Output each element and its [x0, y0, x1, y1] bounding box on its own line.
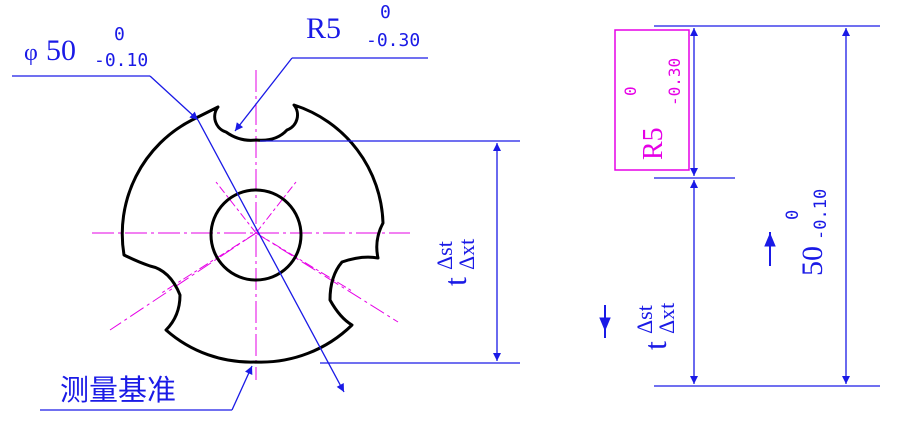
height-upper-sub: Δst: [432, 241, 457, 270]
height-lower-sub: Δxt: [454, 239, 479, 270]
total-nominal: 50: [796, 246, 829, 276]
right-extension-lines: [654, 25, 880, 387]
right-height-lower-sub: Δxt: [654, 303, 679, 334]
radius-dimension: [234, 57, 428, 132]
datum-leader: [40, 365, 253, 411]
right-height-base: t: [637, 341, 673, 350]
height-dimension-left: [260, 140, 520, 364]
height-text-left: t Δst Δxt: [432, 239, 479, 286]
diameter-symbol: φ: [24, 40, 38, 66]
boxed-radius-nominal: R5: [638, 127, 669, 160]
direction-mark-total-arrow: [764, 232, 776, 247]
diameter-measure-line: [197, 119, 345, 393]
part-outline: [120, 103, 385, 364]
radial-centerline-top-left: [215, 181, 257, 234]
radius-leader-diagonal: [234, 57, 293, 132]
direction-marks: [599, 232, 776, 338]
boxed-radius-text: R5 0 -0.30: [621, 58, 684, 160]
height-text-right: t Δst Δxt: [632, 303, 679, 350]
right-height-upper-sub: Δst: [632, 305, 657, 334]
right-view: R5 0 -0.30 t Δst Δxt 50 0 -0.10: [599, 25, 880, 387]
diameter-lower-dev: -0.10: [94, 50, 148, 71]
radius-text: R5 0 -0.30: [306, 2, 420, 51]
total-text: 50 0 -0.10: [783, 189, 831, 276]
left-view: φ 50 0 -0.10 R5 0 -0.30 测量基准 t Δst Δxt: [12, 2, 520, 411]
r5-highlight-box: [614, 29, 690, 171]
radius-lower-dev: -0.30: [366, 30, 420, 51]
height-base: t: [437, 277, 473, 286]
radial-centerline-upper: [109, 232, 257, 331]
radius-upper-dev: 0: [380, 2, 391, 23]
total-upper-dev: 0: [783, 210, 803, 220]
diameter-leader-diagonal: [149, 75, 199, 121]
direction-mark-t-arrow: [599, 317, 611, 332]
radius-nominal: R5: [306, 12, 341, 45]
datum-label: 测量基准: [60, 373, 176, 407]
center-bore: [209, 188, 303, 282]
boxed-radius-upper-dev: 0: [621, 86, 640, 96]
diameter-text: φ 50 0 -0.10: [24, 24, 148, 71]
datum-leader-diagonal: [231, 365, 253, 411]
radial-centerline-right-short: [255, 232, 353, 292]
boxed-radius-lower-dev: -0.30: [665, 58, 684, 106]
diameter-dimension: [12, 75, 345, 393]
diameter-upper-dev: 0: [114, 24, 125, 45]
total-lower-dev: -0.10: [811, 189, 831, 240]
radial-centerline-top-right: [255, 181, 297, 234]
diameter-nominal: 50: [46, 34, 76, 67]
center-lines: [92, 70, 410, 380]
